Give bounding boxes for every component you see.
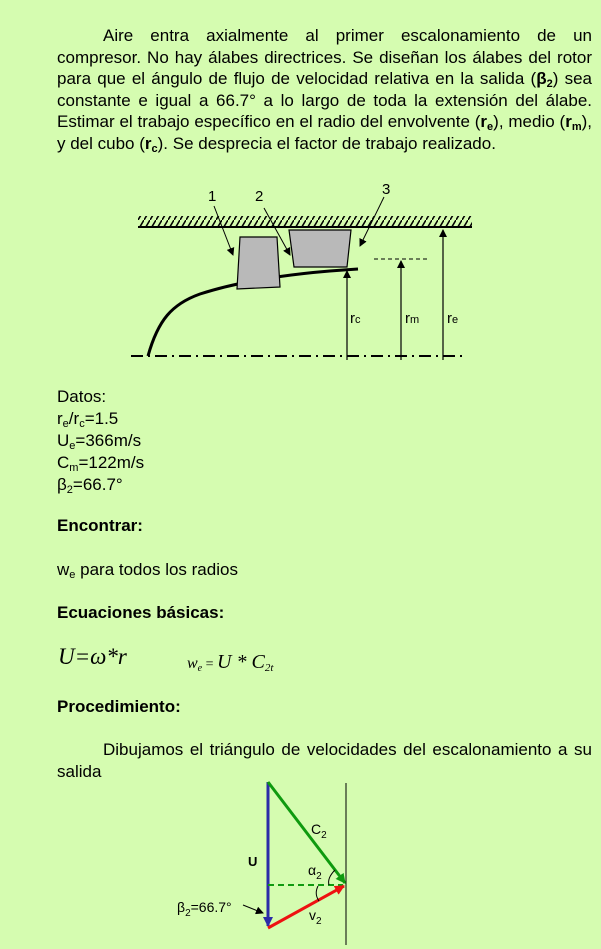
C2-vector bbox=[266, 781, 347, 884]
casing-hatch bbox=[138, 216, 472, 227]
C2-label: C2 bbox=[311, 821, 327, 841]
encontrar-title: Encontrar: bbox=[57, 516, 143, 535]
datos-title: Datos: bbox=[57, 387, 107, 406]
re-label: re bbox=[447, 310, 458, 327]
datos-Cm: Cm=122m/s bbox=[57, 453, 145, 474]
leader-3 bbox=[359, 196, 385, 247]
rm-symbol: rm bbox=[565, 112, 582, 133]
beta2-symbol: β2 bbox=[536, 69, 553, 90]
procedimiento-title: Procedimiento: bbox=[57, 697, 181, 716]
label-2: 2 bbox=[255, 188, 263, 205]
rc-symbol: rc bbox=[144, 133, 158, 155]
beta2-label: β2=66.7° bbox=[177, 899, 232, 919]
beta2-leader bbox=[242, 904, 264, 915]
beta2-arc bbox=[315, 885, 320, 902]
alpha2-label: α2 bbox=[308, 862, 322, 882]
rc-label: rc bbox=[350, 310, 361, 327]
leader-1 bbox=[213, 205, 235, 256]
label-1: 1 bbox=[208, 188, 216, 205]
hub-contour bbox=[146, 267, 359, 357]
stator-blade bbox=[288, 229, 352, 268]
v2-vector bbox=[267, 884, 345, 930]
intro-paragraph: Aire entra axialmente al primer escalona… bbox=[57, 26, 592, 155]
equation-work: we = U * C2t bbox=[187, 651, 274, 674]
procedimiento-text: Dibujamos el triángulo de velocidades de… bbox=[57, 740, 592, 781]
encontrar-text: we para todos los radios bbox=[57, 560, 238, 581]
datos-beta2: β2=66.7° bbox=[57, 475, 123, 496]
alpha2-arc bbox=[328, 869, 336, 886]
datos-radius-ratio: re/rc=1.5 bbox=[57, 409, 119, 430]
ecuaciones-title: Ecuaciones básicas: bbox=[57, 603, 225, 622]
leader-2 bbox=[263, 207, 291, 256]
label-3: 3 bbox=[382, 181, 390, 198]
rm-label: rm bbox=[405, 310, 419, 327]
equation-U: U=ω*r bbox=[58, 644, 127, 669]
datos-Ue: Ue=366m/s bbox=[57, 431, 142, 452]
rotor-blade bbox=[236, 236, 281, 290]
re-symbol: re bbox=[480, 112, 494, 133]
U-label: U bbox=[248, 854, 257, 869]
v2-label: v2 bbox=[309, 907, 322, 927]
